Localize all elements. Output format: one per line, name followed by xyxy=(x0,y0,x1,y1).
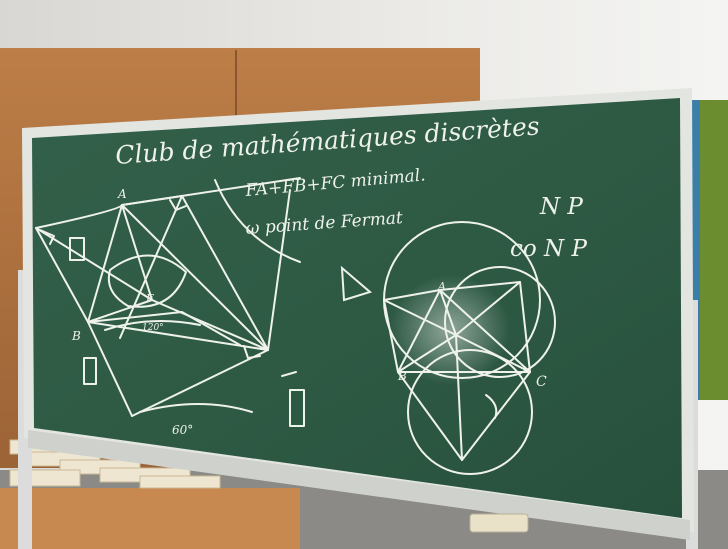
chalk-tray xyxy=(28,430,690,540)
wooden-table xyxy=(0,488,300,549)
vertex-a-right: A xyxy=(437,280,446,293)
vertex-a-left: A xyxy=(117,187,127,201)
vertex-b-right: B xyxy=(397,369,407,383)
vertex-c-right: C xyxy=(536,374,547,390)
small-triangle xyxy=(340,265,373,302)
left-diagram xyxy=(35,177,305,427)
chalkboard xyxy=(32,98,682,518)
vertex-f-left: F xyxy=(145,292,154,305)
np-label: N P xyxy=(539,194,583,220)
vertex-b-left: B xyxy=(71,329,81,343)
right-diagram xyxy=(383,221,556,475)
eraser xyxy=(469,513,529,533)
co-np-label: co N P xyxy=(510,236,587,262)
angle-120-label: 120° xyxy=(142,323,164,333)
angle-60-label: 60° xyxy=(172,423,193,437)
